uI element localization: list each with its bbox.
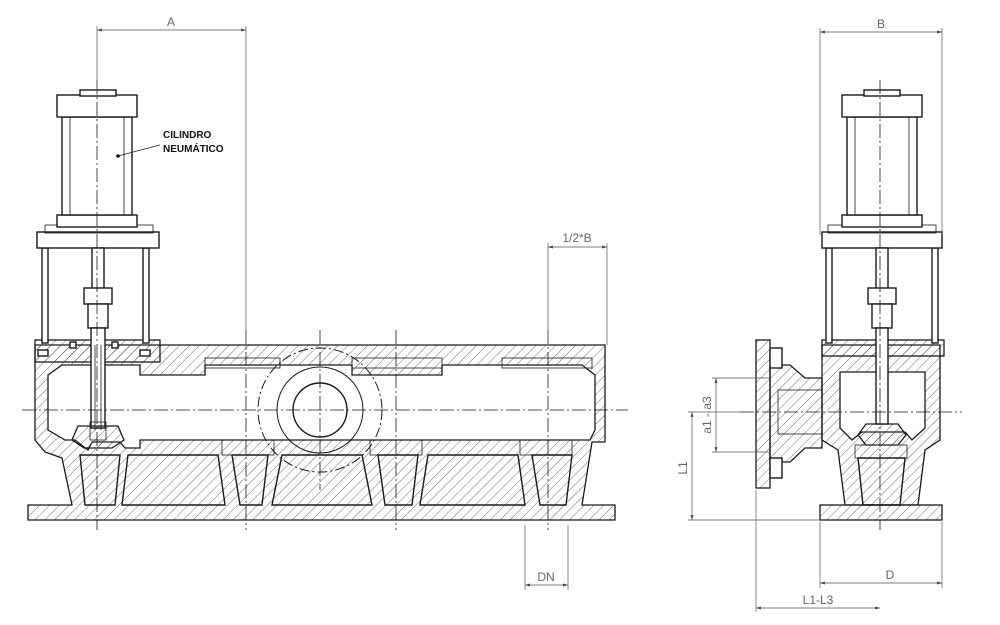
front-stem xyxy=(91,247,105,291)
dim-label-a1-a3: a1 - a3 xyxy=(700,396,714,434)
dimension-A: A xyxy=(96,15,247,350)
front-seat-boss-3 xyxy=(519,439,573,456)
side-valve-plug xyxy=(857,423,907,446)
front-valve-plug xyxy=(71,425,125,449)
dim-label-DN: DN xyxy=(537,570,554,584)
side-view xyxy=(740,80,962,530)
dim-label-L1-L3: L1-L3 xyxy=(803,593,834,607)
side-base-flange xyxy=(819,504,943,521)
dim-label-D: D xyxy=(886,568,895,582)
dimension-a1-a3: a1 - a3 xyxy=(700,377,770,453)
front-seat-boss-1 xyxy=(221,439,275,456)
dimension-L1-L3: L1-L3 xyxy=(755,490,880,612)
front-column-right xyxy=(142,247,150,344)
dimension-D: D xyxy=(819,522,943,588)
front-coupling-body xyxy=(87,303,109,329)
side-inlet-bore xyxy=(777,389,823,435)
dimension-half-B: 1/2*B xyxy=(547,231,608,345)
dimension-DN: DN xyxy=(524,525,569,590)
dim-label-A: A xyxy=(167,15,175,29)
front-column-left xyxy=(41,247,49,344)
side-cylinder-bottom-cap xyxy=(841,214,923,228)
front-top-cap-2 xyxy=(351,357,443,369)
dim-label-half-B: 1/2*B xyxy=(562,231,591,245)
side-coupling-nut xyxy=(867,287,897,305)
front-chamber-cells xyxy=(79,454,573,506)
dim-label-B: B xyxy=(877,17,885,31)
side-body-casing xyxy=(821,344,941,506)
actuator-label-line1: CILINDRO xyxy=(163,130,212,141)
actuator-label-line2: NEUMÁTICO xyxy=(163,142,224,155)
side-cylinder-top-cap xyxy=(841,94,923,118)
dim-label-L1: L1 xyxy=(676,461,690,475)
front-yoke-plate xyxy=(36,231,160,249)
front-coupling-nut xyxy=(83,287,113,305)
side-cylinder-barrel xyxy=(846,116,918,216)
front-view xyxy=(22,80,628,530)
front-stem-lower xyxy=(90,327,106,429)
dimension-L1: L1 xyxy=(676,411,820,521)
dimension-B: B xyxy=(819,17,943,235)
side-inlet-flange xyxy=(755,339,771,489)
side-yoke-plate xyxy=(821,231,943,249)
front-top-cap-3 xyxy=(501,357,593,369)
actuator-callout: CILINDRO NEUMÁTICO xyxy=(116,130,224,158)
front-cylinder-top-nut xyxy=(79,89,117,97)
